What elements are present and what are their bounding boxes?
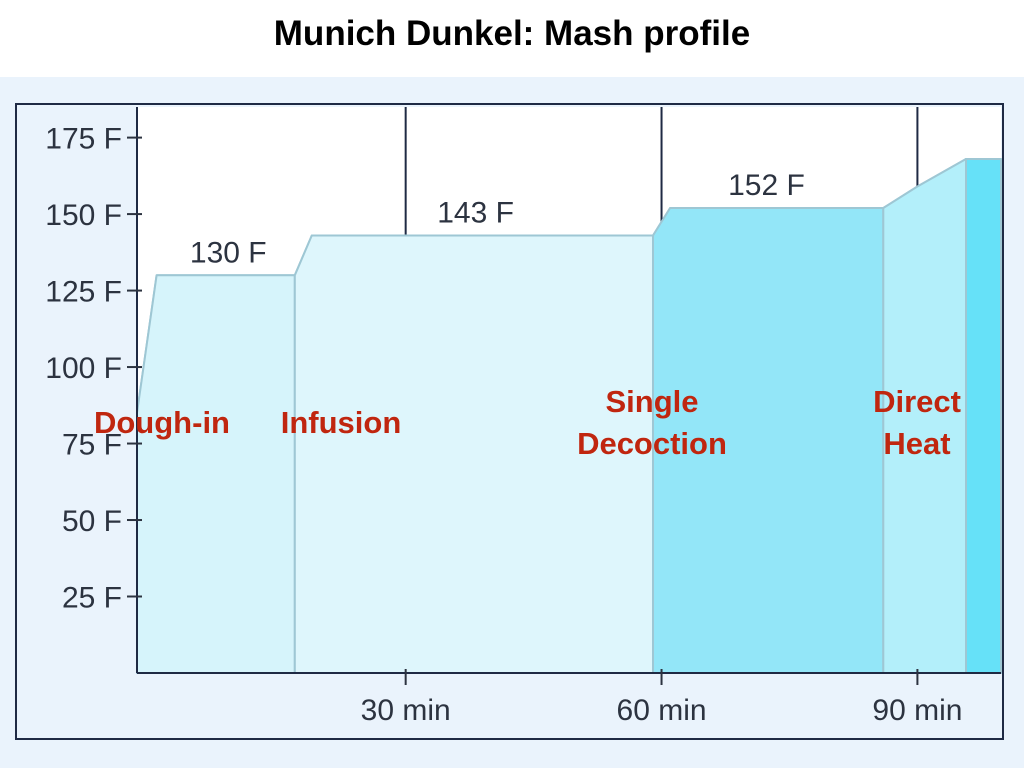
step-area-overlay-dough-in xyxy=(136,274,296,674)
y-tick-label-75: 75 F xyxy=(62,429,122,462)
rest-label-130-f: 130 F xyxy=(190,236,267,269)
outer-frame xyxy=(15,103,1004,740)
step-area-overlay-5 xyxy=(965,158,1002,674)
chart-title: Munich Dunkel: Mash profile xyxy=(273,14,751,53)
phase-label-infusion: Infusion xyxy=(281,405,402,440)
x-tick-label-30: 30 min xyxy=(361,694,451,727)
y-tick-label-150: 150 F xyxy=(45,199,122,232)
y-tick-label-175: 175 F xyxy=(45,123,122,156)
x-tick-label-90: 90 min xyxy=(872,694,962,727)
y-tick-label-25: 25 F xyxy=(62,582,122,615)
phase-label-direct-heat-line-2: Heat xyxy=(883,426,950,461)
plot-frame xyxy=(15,103,1004,740)
phase-label-single-decoction-line-2: Decoction xyxy=(577,426,727,461)
phase-label-direct-heat-line-1: Direct xyxy=(873,384,961,419)
grid-lines xyxy=(136,107,1002,674)
axis-ticks: 25 F 50 F 75 F 100 F 125 F 150 F 175 F 30 min 60… xyxy=(45,123,962,727)
y-tick-label-50: 50 F xyxy=(62,505,122,538)
phase-label-dough-in: Dough-in xyxy=(94,405,230,440)
x-tick-label-60: 60 min xyxy=(617,694,707,727)
rest-label-143-f: 143 F xyxy=(437,196,514,229)
phase-label-single-decoction-line-1: Single xyxy=(605,384,698,419)
rest-label-152-f: 152 F xyxy=(728,169,805,202)
y-tick-label-125: 125 F xyxy=(45,276,122,309)
chart-labels: 130 F 143 F 152 F Dough-in Infusion SingleDec… xyxy=(94,169,961,461)
y-tick-label-100: 100 F xyxy=(45,352,122,385)
